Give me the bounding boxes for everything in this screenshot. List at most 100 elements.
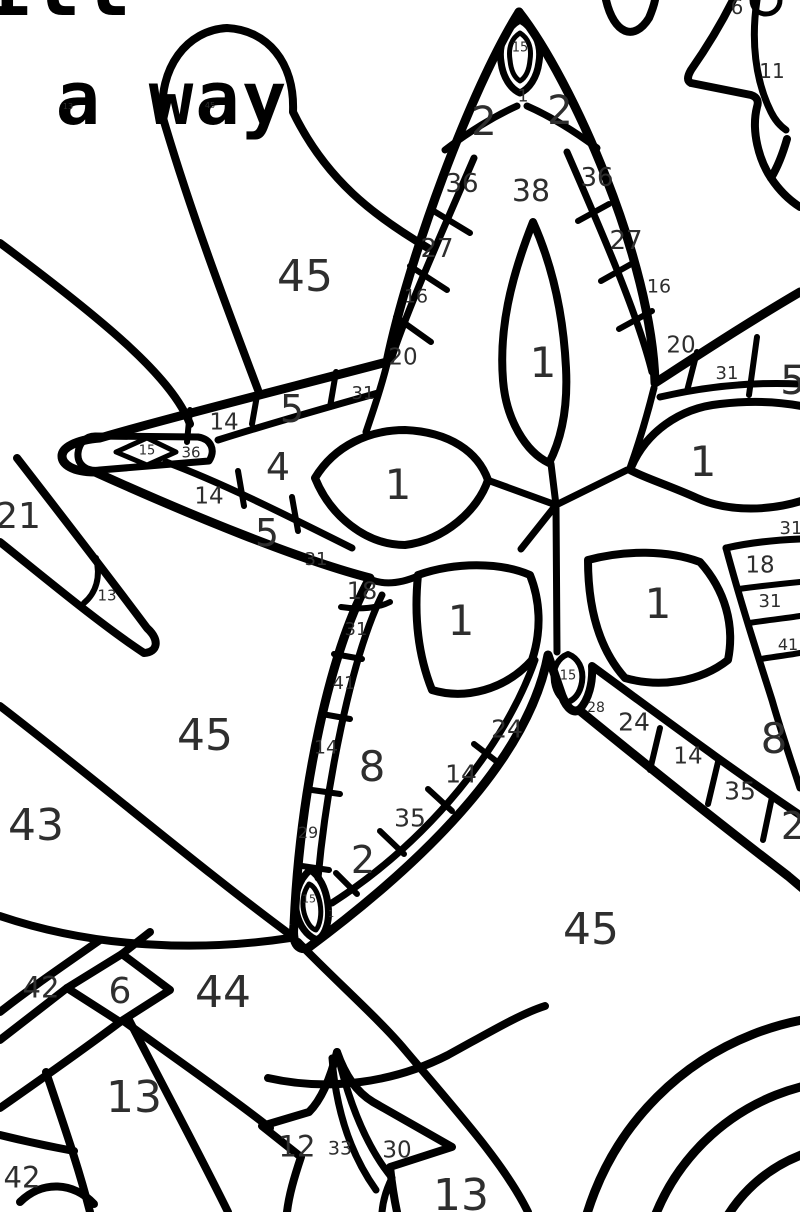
region-number[interactable]: 13 <box>433 1170 489 1212</box>
region-number[interactable]: 8 <box>760 714 788 763</box>
region-number[interactable]: 31 <box>779 518 800 539</box>
center-connectors <box>486 460 631 656</box>
region-number[interactable]: 24 <box>491 714 523 744</box>
region-number[interactable]: 44 <box>195 967 251 1018</box>
region-number[interactable]: 14 <box>445 759 477 789</box>
region-number[interactable]: 2 <box>780 804 800 848</box>
region-number[interactable]: 43 <box>8 800 64 851</box>
region-number[interactable]: 15 <box>559 668 577 684</box>
region-number[interactable]: 28 <box>587 700 605 716</box>
tip-teardrop <box>496 16 544 97</box>
bl-rungs-left <box>299 599 393 873</box>
region-number[interactable]: 13 <box>62 102 74 111</box>
region-number[interactable]: 24 <box>618 707 650 737</box>
v-gap <box>602 0 659 36</box>
region-number[interactable]: 35 <box>394 803 426 833</box>
region-number[interactable]: 20 <box>388 344 418 371</box>
region-number[interactable]: 1 <box>447 596 475 645</box>
region-number[interactable]: 2 <box>547 88 573 134</box>
right-diamond-1 <box>626 397 800 513</box>
region-number[interactable]: 31 <box>715 363 739 384</box>
bl-tip-teardrop <box>292 866 332 944</box>
bl-arm-detail <box>292 591 539 944</box>
tip-teardrop-inner <box>507 30 533 84</box>
bl-rungs-right <box>333 741 503 897</box>
region-number[interactable]: 1 <box>384 460 412 509</box>
region-number[interactable]: 1 <box>517 86 529 107</box>
region-number[interactable]: 16 <box>403 285 429 308</box>
region-number[interactable]: 33 <box>327 1137 353 1160</box>
region-number[interactable]: 14 <box>194 483 224 510</box>
region-number[interactable]: 36 <box>181 443 201 462</box>
region-number[interactable]: 38 <box>511 174 551 209</box>
center-regions <box>311 218 800 698</box>
region-number[interactable]: 2 <box>350 838 376 882</box>
finger-rung <box>81 555 101 606</box>
region-number[interactable]: 4 <box>265 445 291 489</box>
region-number[interactable]: 5 <box>780 358 800 404</box>
region-number[interactable]: 45 <box>277 251 333 302</box>
region-number[interactable]: 45 <box>204 101 216 110</box>
left-rungs-bottom <box>235 468 301 534</box>
region-number[interactable]: 42 <box>22 970 60 1005</box>
curve-e <box>294 938 532 1212</box>
region-number[interactable]: 15 <box>138 443 156 459</box>
region-number[interactable]: 36 <box>580 163 614 193</box>
region-number[interactable]: 1 <box>644 579 672 628</box>
region-number[interactable]: 8 <box>358 742 386 791</box>
br-arm-detail <box>550 535 800 843</box>
notch-inner <box>575 662 800 819</box>
region-number[interactable]: 14 <box>673 743 703 770</box>
region-number[interactable]: 15 <box>511 40 529 56</box>
finger-leaf <box>0 454 160 657</box>
crescent-2 <box>328 1054 380 1194</box>
region-number[interactable]: 36 <box>445 169 479 199</box>
region-number[interactable]: 15 <box>302 892 316 906</box>
region-number[interactable]: 11 <box>759 59 785 83</box>
region-number[interactable]: 21 <box>0 496 41 537</box>
region-number[interactable]: 1 <box>529 338 557 387</box>
vertex-links <box>362 360 658 587</box>
region-number[interactable]: 6 <box>108 971 132 1012</box>
region-number[interactable]: 27 <box>420 234 454 264</box>
region-number[interactable]: 13 <box>97 586 117 605</box>
region-number[interactable]: 1 <box>327 909 335 920</box>
top-band-inner-left <box>387 154 478 364</box>
bl-tip-teardrop-inner <box>300 881 324 933</box>
background-shapes <box>0 24 432 950</box>
region-number[interactable]: 31 <box>351 383 375 404</box>
region-number[interactable]: 29 <box>297 823 319 842</box>
caption-text: ill <box>0 0 132 28</box>
region-number[interactable]: 45 <box>563 904 619 955</box>
region-number[interactable]: 41 <box>332 673 356 694</box>
region-number[interactable]: 45 <box>177 710 233 761</box>
region-number[interactable]: 30 <box>382 1137 412 1164</box>
region-number[interactable]: 2 <box>471 99 497 145</box>
curve-c <box>0 912 294 950</box>
region-number[interactable]: 27 <box>609 226 643 256</box>
right-arm-band-inner <box>656 379 800 401</box>
region-number[interactable]: 35 <box>724 776 756 806</box>
right-ladder-top <box>722 535 800 552</box>
region-number[interactable]: 6 <box>730 0 744 19</box>
region-number[interactable]: 14 <box>209 409 239 436</box>
region-number[interactable]: 31 <box>304 549 328 570</box>
region-number[interactable]: 1 <box>689 437 717 486</box>
region-number[interactable]: 41 <box>777 635 799 654</box>
region-number[interactable]: 14 <box>313 736 339 759</box>
chevrons-2 <box>441 102 601 154</box>
region-number[interactable]: 13 <box>106 1072 162 1123</box>
diag-1 <box>124 1014 232 1212</box>
region-number[interactable]: 5 <box>279 387 305 431</box>
region-number[interactable]: 20 <box>666 332 696 359</box>
region-number[interactable]: 42 <box>3 1160 41 1195</box>
region-number[interactable]: 31 <box>344 619 368 640</box>
region-number[interactable]: 31 <box>758 591 782 612</box>
region-number[interactable]: 16 <box>646 275 672 298</box>
region-number[interactable]: 18 <box>745 552 775 579</box>
region-number[interactable]: 12 <box>278 1129 316 1164</box>
region-number[interactable]: 18 <box>346 577 378 605</box>
region-number[interactable]: 5 <box>254 511 280 555</box>
